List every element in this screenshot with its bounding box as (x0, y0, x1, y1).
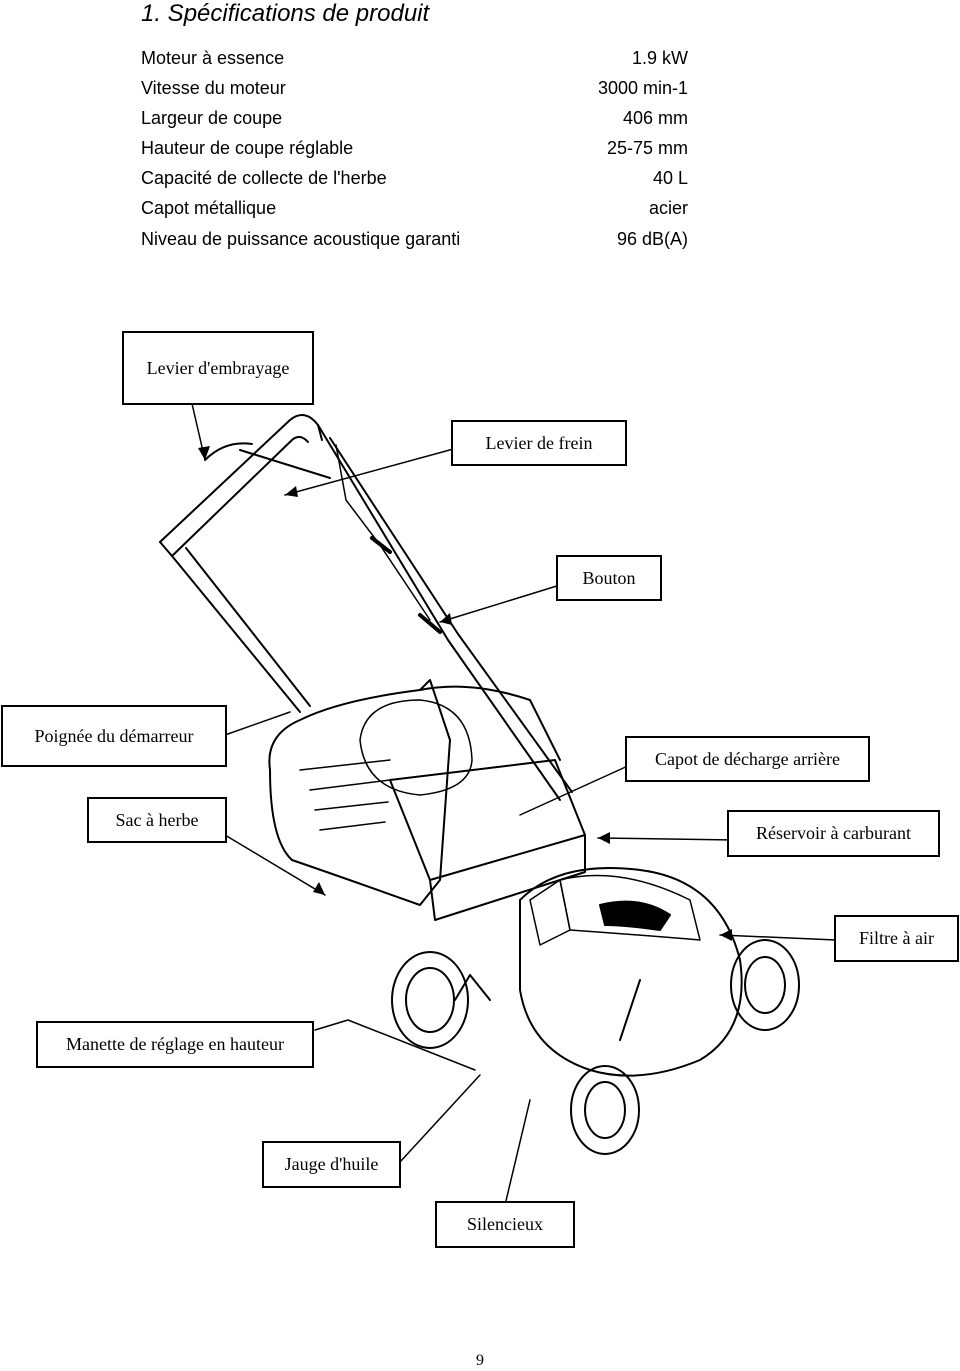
rear-left-wheel (391, 951, 469, 1049)
leader-fuel-tank (597, 837, 736, 841)
callout-air-filter: Filtre à air (834, 915, 959, 962)
callout-clutch-lever: Levier d'embrayage (122, 331, 314, 405)
callout-muffler: Silencieux (435, 1201, 575, 1248)
spec-label-cutting-height: Hauteur de coupe réglable (141, 138, 354, 158)
spec-value-engine: 1.9 kW (631, 48, 688, 68)
leader-grass-bag (224, 834, 326, 896)
spec-label-deck: Capot métallique (141, 198, 277, 218)
callout-height-adjust-lever: Manette de réglage en hauteur (36, 1021, 314, 1068)
brake-cable (335, 444, 431, 621)
spec-label-grass-capacity: Capacité de collecte de l'herbe (141, 168, 387, 188)
leader-button (439, 584, 561, 623)
spec-value-cutting-width: 406 mm (622, 108, 688, 128)
callout-oil-gauge: Jauge d'huile (262, 1141, 401, 1188)
leader-starter-handle (224, 711, 291, 736)
leader-height-lever (314, 1019, 476, 1071)
rear-deck-top (389, 759, 586, 881)
leader-brake-lever (284, 444, 469, 496)
spec-value-sound-power: 96 dB(A) (616, 229, 688, 249)
spec-label-engine-speed: Vitesse du moteur (141, 78, 286, 98)
handle-bar-inner (171, 436, 309, 557)
handle-bar-outer (159, 414, 323, 543)
callout-fuel-tank: Réservoir à carburant (727, 810, 940, 857)
spec-value-cutting-height: 25-75 mm (606, 138, 688, 158)
callout-rear-discharge-cover: Capot de décharge arrière (625, 736, 870, 782)
page-title: 1. Spécifications de produit (141, 0, 430, 27)
leader-rear-discharge (519, 764, 631, 816)
spec-value-engine-speed: 3000 min-1 (597, 78, 688, 98)
leader-oil-gauge (399, 1074, 481, 1163)
callout-button: Bouton (556, 555, 662, 601)
spec-label-sound-power: Niveau de puissance acoustique garanti (141, 229, 461, 249)
page-number: 9 (476, 1352, 484, 1369)
callout-grass-bag: Sac à herbe (87, 797, 227, 843)
spec-value-grass-capacity: 40 L (652, 168, 688, 188)
right-handle-rail (317, 424, 561, 801)
spec-label-cutting-width: Largeur de coupe (141, 108, 283, 128)
callout-brake-lever: Levier de frein (451, 420, 627, 466)
leader-air-filter (719, 934, 837, 941)
front-wheel (570, 1065, 640, 1155)
grass-bag-shape (268, 679, 451, 906)
cutting-deck (519, 867, 743, 1077)
leader-muffler (504, 1099, 531, 1206)
left-handle-rail (171, 555, 301, 713)
spec-value-deck: acier (648, 198, 688, 218)
callout-starter-handle: Poignée du démarreur (1, 705, 227, 767)
rear-right-wheel (730, 939, 800, 1031)
spec-label-engine: Moteur à essence (141, 48, 285, 68)
